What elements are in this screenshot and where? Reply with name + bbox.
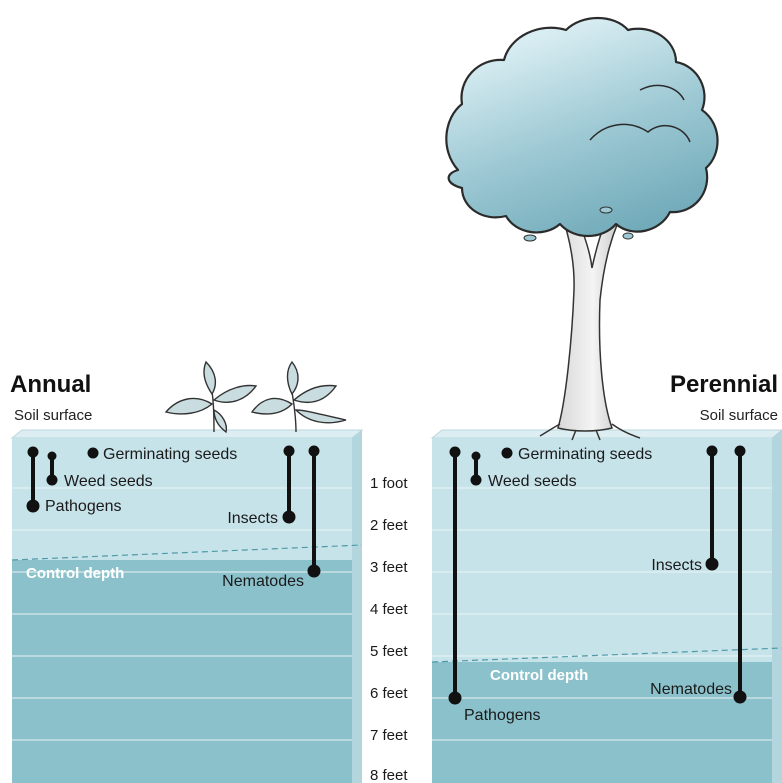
perennial-control-depth-label: Control depth [490, 667, 588, 684]
annual-nematodes-label: Nematodes [222, 573, 304, 590]
perennial-insects-label: Insects [651, 557, 702, 574]
annual-weed-label: Weed seeds [64, 473, 153, 490]
annual-title: Annual [10, 371, 91, 398]
perennial-germinating-label: Germinating seeds [518, 446, 652, 463]
depth-label-1: 1 foot [370, 475, 408, 492]
perennial-nematodes-label: Nematodes [650, 681, 732, 698]
annual-soil-surface-label: Soil surface [14, 407, 92, 424]
perennial-title: Perennial [670, 371, 778, 398]
annual-plants-icon [166, 362, 346, 432]
annual-control-depth-label: Control depth [26, 565, 124, 582]
perennial-weed-label: Weed seeds [488, 473, 577, 490]
annual-germinating-label: Germinating seeds [103, 446, 237, 463]
depth-label-8: 8 feet [370, 767, 408, 783]
depth-label-3: 3 feet [370, 559, 408, 576]
perennial-soil-surface-label: Soil surface [700, 407, 778, 424]
depth-label-6: 6 feet [370, 685, 408, 702]
depth-label-4: 4 feet [370, 601, 408, 618]
depth-label-7: 7 feet [370, 727, 408, 744]
annual-insects-label: Insects [227, 510, 278, 527]
depth-label-5: 5 feet [370, 643, 408, 660]
depth-scale: 1 foot 2 feet 3 feet 4 feet 5 feet 6 fee… [370, 475, 408, 783]
perennial-pathogens-label: Pathogens [464, 707, 541, 724]
annual-pathogens-label: Pathogens [45, 498, 122, 515]
depth-label-2: 2 feet [370, 517, 408, 534]
perennial-soil-block [432, 430, 782, 783]
